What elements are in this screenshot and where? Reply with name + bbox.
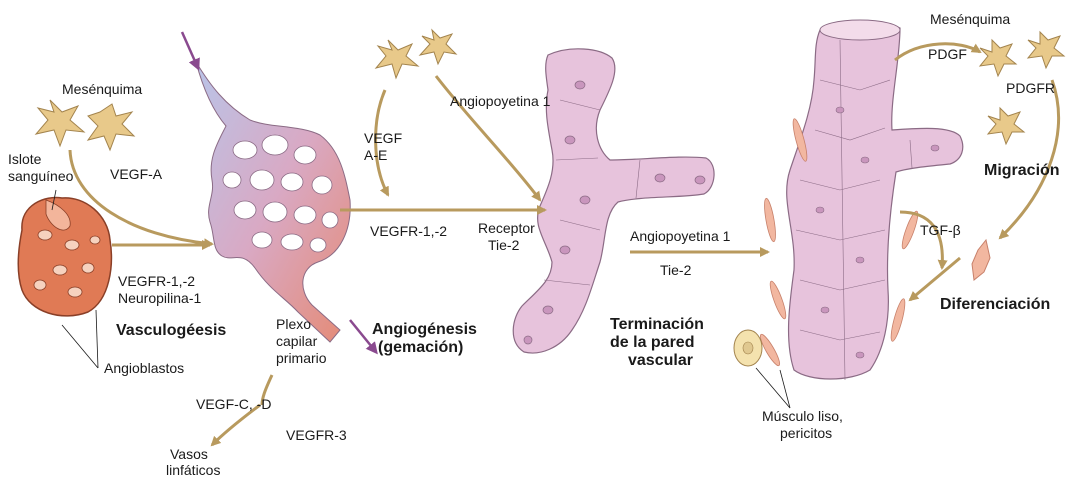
label-vasculogenesis: Vasculogéesis xyxy=(116,322,226,340)
label-receptor-1: Receptor xyxy=(478,220,535,236)
pericyte-cell xyxy=(734,330,762,366)
label-vegfr-neuro-2: Neuropilina-1 xyxy=(118,290,201,306)
label-terminacion-3: vascular xyxy=(628,352,693,370)
label-vasos-1: Vasos xyxy=(170,446,208,462)
capillary-plexus xyxy=(196,62,350,342)
mesenchyme-cells-left xyxy=(36,100,134,150)
label-vasos-2: linfáticos xyxy=(166,462,220,478)
label-angiogenesis-2: (gemación) xyxy=(378,339,463,357)
label-tgf-beta: TGF-β xyxy=(920,222,961,238)
label-vegf-c-d: VEGF-C, -D xyxy=(196,396,271,412)
label-pdgfr: PDGFR xyxy=(1006,80,1055,96)
label-angiopoyetina-mid: Angiopoyetina 1 xyxy=(630,228,730,244)
label-angiogenesis-1: Angiogénesis xyxy=(372,321,477,339)
label-islote-1: Islote xyxy=(8,151,41,167)
label-vegf-a: VEGF-A xyxy=(110,166,162,182)
label-mesenquima-left: Mesénquima xyxy=(62,81,142,97)
label-terminacion-1: Terminación xyxy=(610,316,704,334)
label-angiopoyetina-top: Angiopoyetina 1 xyxy=(450,93,550,109)
label-islote-2: sanguíneo xyxy=(8,168,73,184)
differentiating-cell xyxy=(972,240,990,280)
label-vegfr-neuro-1: VEGFR-1,-2 xyxy=(118,273,195,289)
mesenchyme-cells-middle xyxy=(376,30,456,78)
mature-vessel xyxy=(787,20,963,380)
label-vegf-ae-1: VEGF xyxy=(364,130,402,146)
label-musculo-1: Músculo liso, xyxy=(762,408,843,424)
label-vegf-ae-2: A-E xyxy=(364,147,387,163)
label-diferenciacion: Diferenciación xyxy=(940,296,1050,314)
blood-islet xyxy=(18,197,111,315)
label-plexo-2: capilar xyxy=(276,333,317,349)
label-migracion: Migración xyxy=(984,162,1060,180)
label-pdgf: PDGF xyxy=(928,46,967,62)
label-vegfr12-mid: VEGFR-1,-2 xyxy=(370,223,447,239)
label-vegfr3: VEGFR-3 xyxy=(286,427,347,443)
label-musculo-2: pericitos xyxy=(780,425,832,441)
label-tie2-mid: Tie-2 xyxy=(660,262,691,278)
label-mesenquima-right: Mesénquima xyxy=(930,11,1010,27)
label-plexo-1: Plexo xyxy=(276,316,311,332)
label-angioblastos: Angioblastos xyxy=(104,360,184,376)
label-plexo-3: primario xyxy=(276,350,327,366)
label-receptor-2: Tie-2 xyxy=(488,237,519,253)
label-terminacion-2: de la pared xyxy=(610,334,694,352)
